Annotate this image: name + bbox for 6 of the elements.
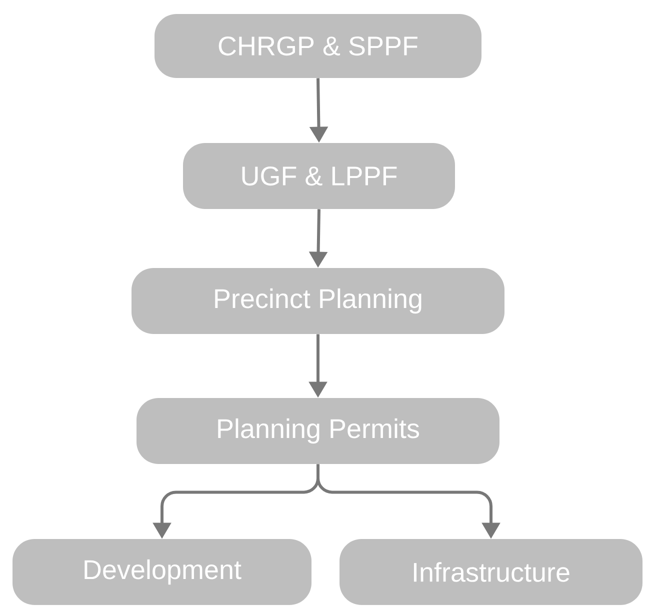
process-box: Infrastructure [340,539,642,605]
process-box: CHRGP & SPPF [154,14,482,78]
process-box: UGF & LPPF [183,143,455,209]
process-box: Precinct Planning [132,268,504,334]
process-box: Planning Permits [136,398,500,464]
process-box: Development [12,539,312,605]
